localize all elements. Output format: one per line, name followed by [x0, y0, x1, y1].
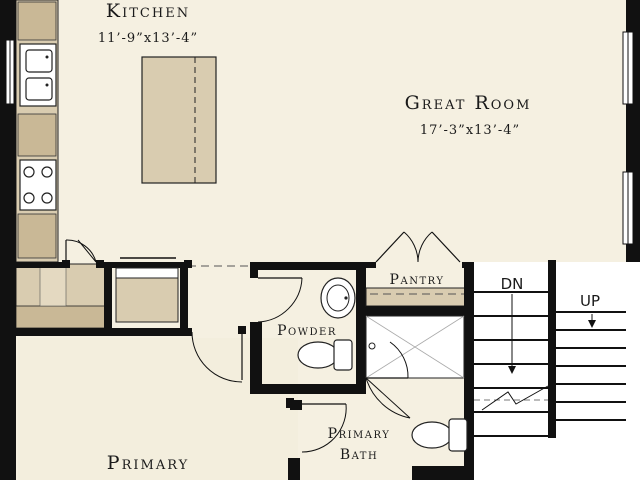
- powder-sink-icon: [320, 277, 356, 319]
- stairs-down: [474, 291, 548, 437]
- bath-south-wall: [412, 466, 474, 480]
- primary-bath-name-line1: Primary: [328, 426, 391, 442]
- powder-door-swing: [257, 277, 303, 323]
- bath-toilet-icon: [411, 418, 468, 452]
- great-room-name: Great Room: [405, 92, 532, 114]
- primary-bath-name-line2: Bath: [340, 447, 378, 463]
- kitchen-island: [141, 56, 217, 184]
- powder-west-wall: [250, 322, 262, 394]
- powder-north-wall: [250, 262, 366, 270]
- stairs-up: [556, 311, 626, 421]
- pantry-double-door-swing: [375, 231, 461, 263]
- powder-name: Powder: [277, 323, 337, 339]
- kitchen-sink-icon: [19, 43, 57, 107]
- west-lower-wall: [0, 262, 16, 480]
- bath-door-swing: [365, 377, 411, 419]
- stove-icon: [19, 159, 57, 211]
- stair-center-wall: [548, 260, 556, 438]
- kitchen-name: Kitchen: [106, 0, 190, 22]
- stairs-down-label: DN: [501, 275, 524, 293]
- bath-west-wall-lower: [288, 458, 300, 480]
- left-closet-shelving: [15, 263, 107, 329]
- closet-divider-wall: [104, 262, 112, 334]
- pantry-shelf: [365, 287, 473, 307]
- pantry-north-wall-left: [366, 262, 376, 268]
- pantry-east-wall: [464, 262, 474, 476]
- shower-door-swing: [366, 341, 409, 379]
- closet-door-swing: [65, 239, 97, 263]
- kitchen-south-wall: [16, 262, 66, 268]
- stairs-down-arrow-icon: [481, 294, 549, 411]
- kitchen-counter: [15, 0, 59, 263]
- bath-entry-door-swing: [301, 403, 347, 453]
- powder-toilet-icon: [297, 339, 353, 371]
- kitchen-dims: 11’-9”x13’-4”: [98, 31, 198, 46]
- stairs-up-arrow-icon: [588, 314, 596, 328]
- shower: [365, 315, 465, 379]
- stair-right-wall: [626, 262, 640, 480]
- bedroom-door-swing: [191, 326, 246, 383]
- powder-west-wall-upper: [250, 262, 258, 278]
- bath-west-wall: [290, 400, 302, 410]
- wall-end-caps: [62, 260, 294, 408]
- powder-east-wall: [356, 262, 366, 394]
- pantry-south-wall: [366, 306, 472, 316]
- mech-closet-east-wall: [180, 262, 188, 334]
- pantry-name: Pantry: [390, 272, 445, 288]
- stairs-up-label: UP: [580, 292, 600, 310]
- primary-bedroom-name: Primary: [107, 452, 189, 474]
- water-heater-icon: [115, 257, 179, 323]
- great-room-dims: 17’-3”x13’-4”: [420, 123, 520, 138]
- powder-south-wall: [250, 384, 366, 394]
